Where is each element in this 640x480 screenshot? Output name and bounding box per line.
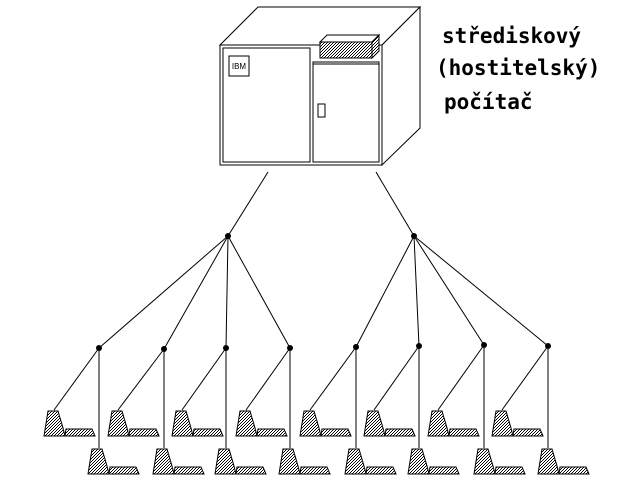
link-hub-node-7 — [413, 235, 485, 346]
terminal-upper-5 — [299, 410, 352, 437]
tape-drive — [318, 33, 381, 60]
node-1 — [96, 345, 102, 351]
terminal-upper-8 — [491, 410, 544, 437]
link-node-upper-terminal-7 — [437, 344, 485, 411]
link-hub-node-3 — [225, 235, 229, 349]
link-node-upper-terminal-3 — [181, 347, 227, 411]
terminal-upper-6 — [363, 410, 416, 437]
link-node-upper-terminal-2 — [117, 348, 165, 411]
link-hub-node-8 — [413, 235, 549, 347]
terminal-lower-5 — [344, 448, 397, 475]
link-node-upper-terminal-4 — [245, 347, 291, 411]
terminal-lower-6 — [407, 448, 460, 475]
terminal-lower-7 — [473, 448, 526, 475]
network-links — [53, 171, 549, 448]
hub-2 — [411, 233, 417, 239]
network-hubs — [96, 233, 551, 352]
terminal-lower-2 — [152, 448, 205, 475]
terminals — [43, 410, 590, 475]
mainframe-computer: IBM — [218, 5, 422, 167]
terminal-upper-2 — [107, 410, 160, 437]
terminal-lower-3 — [214, 448, 267, 475]
terminal-lower-8 — [537, 448, 590, 475]
link-node-upper-terminal-8 — [501, 345, 549, 411]
node-6 — [416, 343, 422, 349]
terminal-upper-1 — [43, 410, 96, 437]
link-hub-node-1 — [98, 235, 229, 349]
link-hub-node-6 — [413, 235, 420, 347]
link-hub-node-4 — [227, 235, 291, 349]
node-4 — [287, 345, 293, 351]
node-3 — [223, 345, 229, 351]
link-node-upper-terminal-1 — [53, 347, 100, 411]
link-mainframe-hub-1 — [227, 171, 269, 237]
terminal-upper-7 — [427, 410, 480, 437]
mainframe-logo-badge — [228, 55, 250, 77]
node-2 — [161, 346, 167, 352]
link-node-upper-terminal-6 — [373, 345, 420, 411]
link-mainframe-hub-2 — [375, 171, 415, 237]
terminal-lower-1 — [87, 448, 140, 475]
node-5 — [353, 344, 359, 350]
mainframe-logo: IBM — [232, 62, 247, 71]
link-hub-node-5 — [355, 235, 415, 348]
terminal-lower-4 — [278, 448, 331, 475]
node-7 — [481, 342, 487, 348]
terminal-upper-3 — [171, 410, 224, 437]
node-8 — [545, 343, 551, 349]
terminal-upper-4 — [235, 410, 288, 437]
mainframe-door-handle — [317, 103, 326, 118]
link-node-upper-terminal-5 — [309, 346, 357, 411]
hub-1 — [225, 233, 231, 239]
link-hub-node-2 — [163, 235, 229, 350]
